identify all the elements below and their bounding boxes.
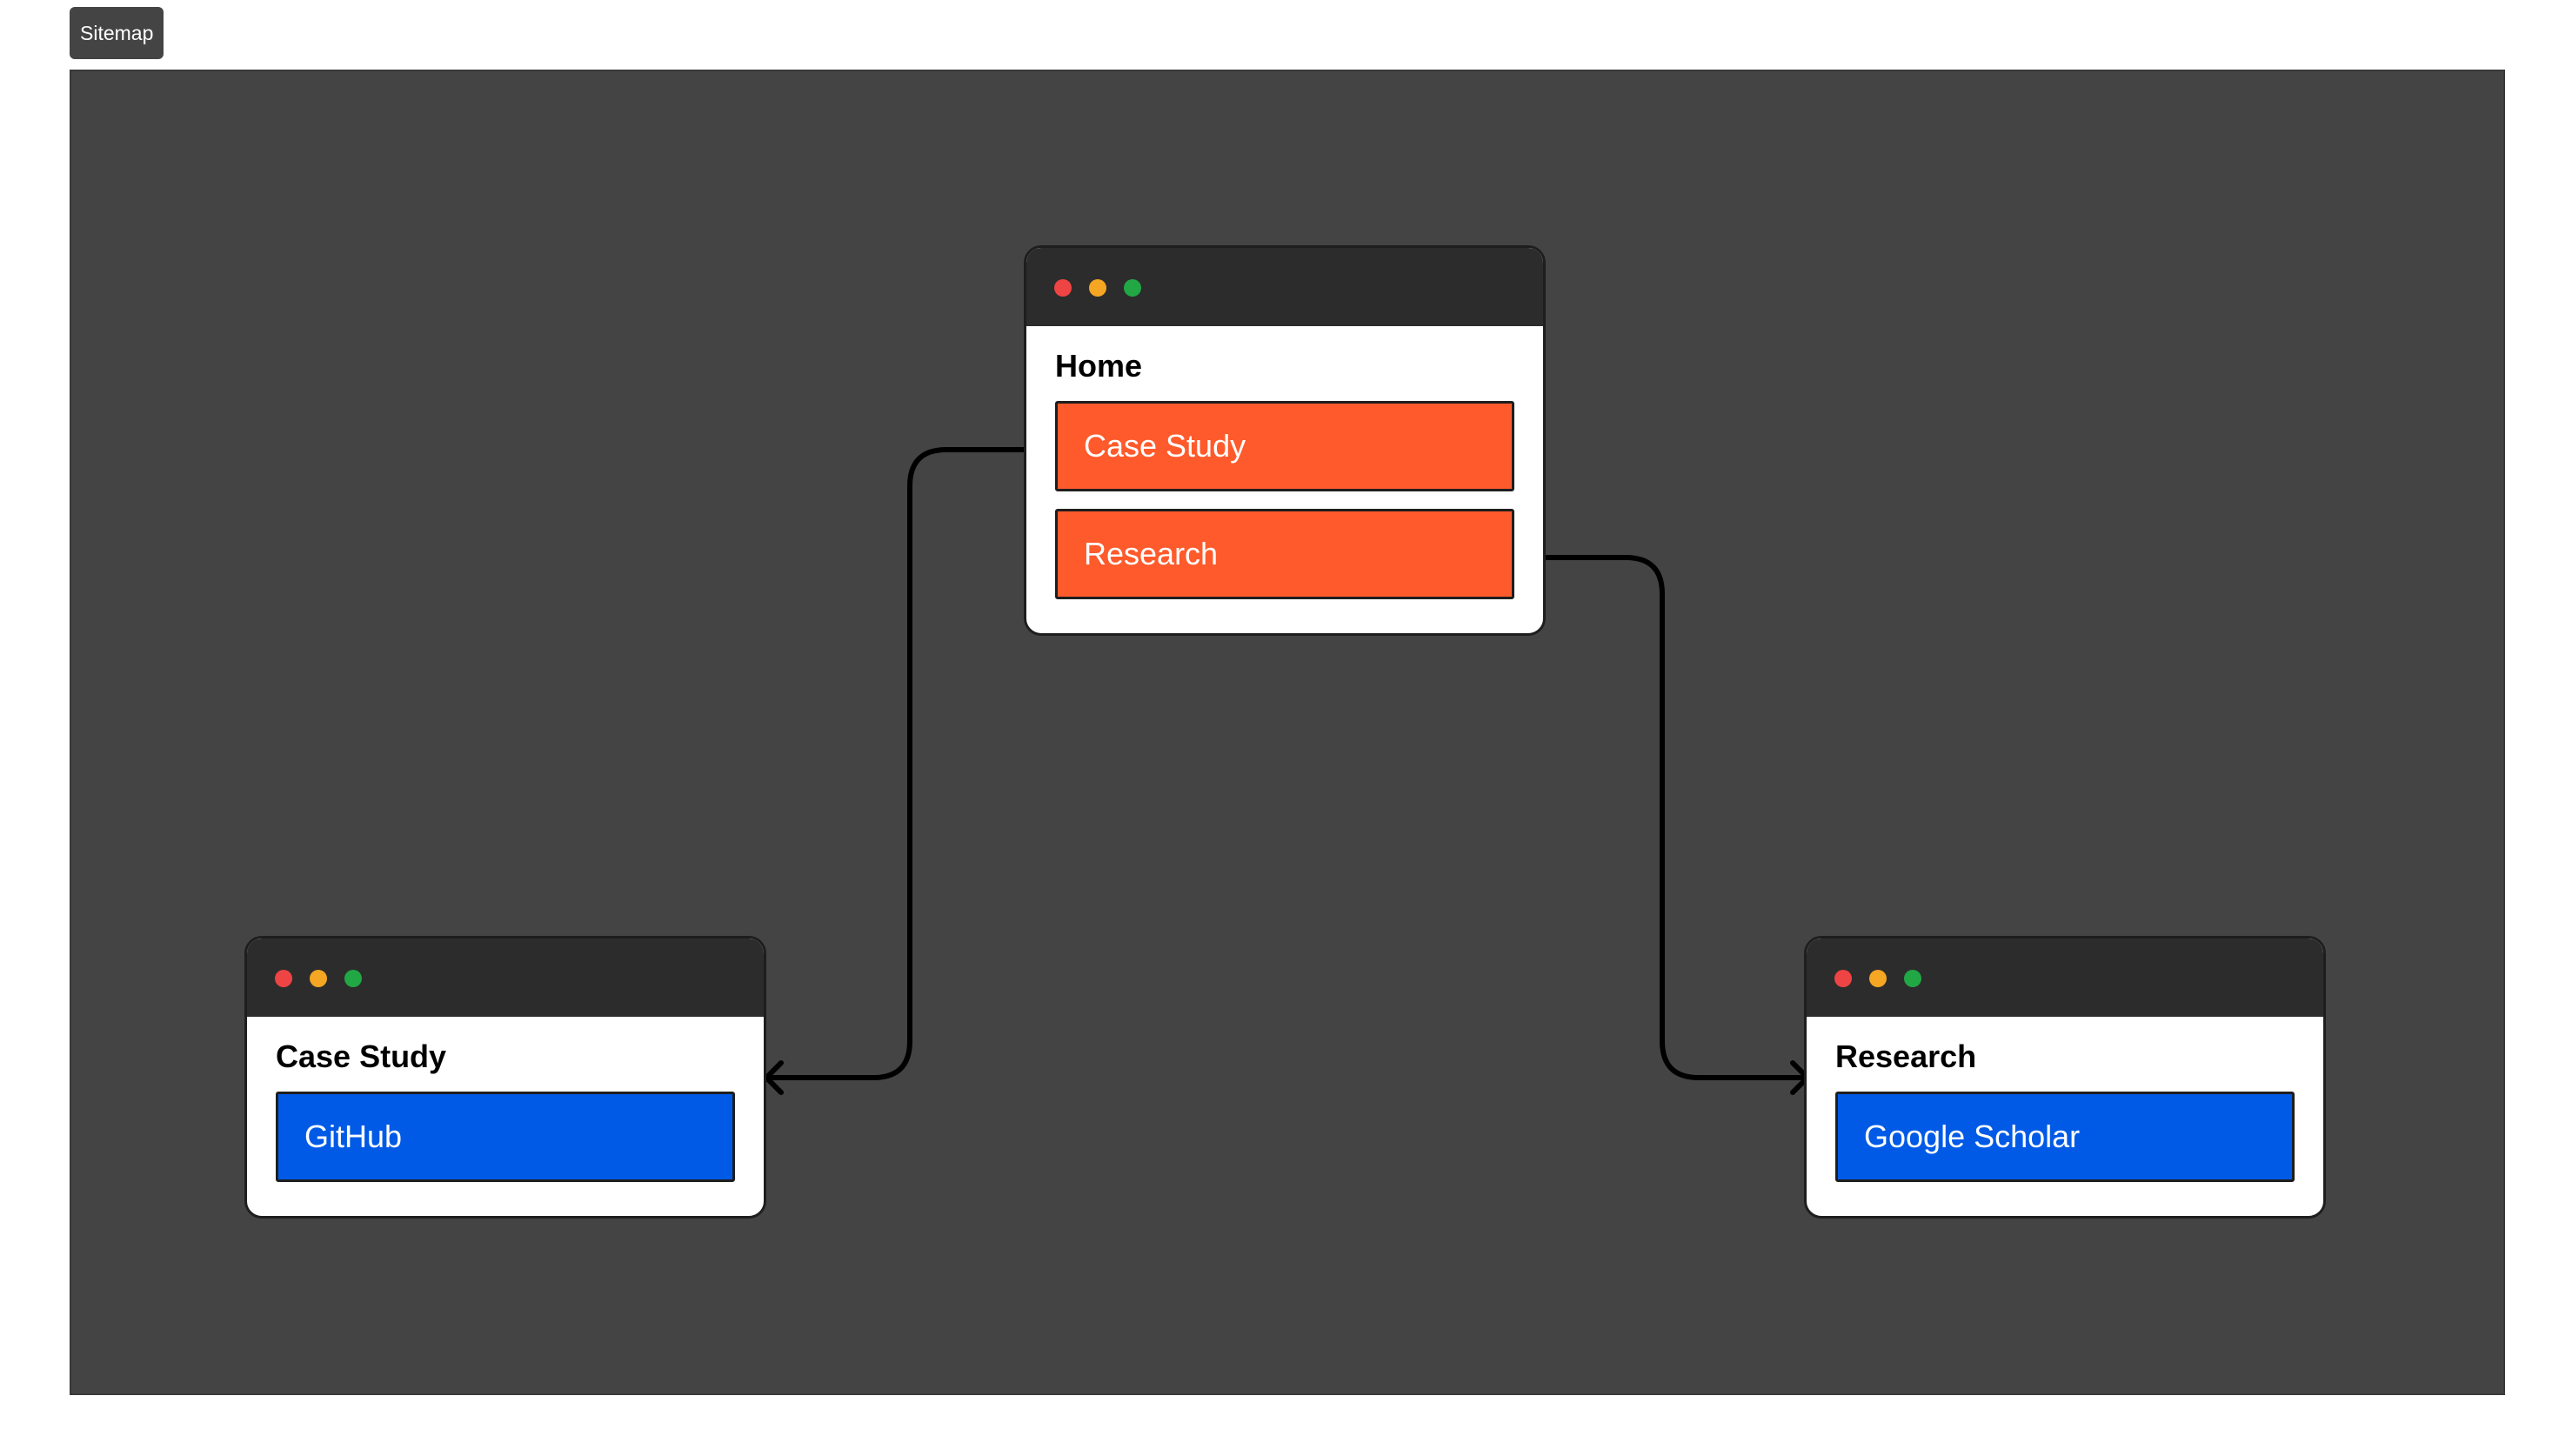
close-dot-icon — [1834, 970, 1852, 987]
minimize-dot-icon — [310, 970, 327, 987]
frame-label[interactable]: Sitemap — [70, 7, 164, 59]
minimize-dot-icon — [1869, 970, 1887, 987]
page-title: Research — [1835, 1039, 1977, 1074]
research-window[interactable]: Research Google Scholar — [1804, 936, 2326, 1219]
maximize-dot-icon — [344, 970, 362, 987]
github-link[interactable]: GitHub — [276, 1092, 735, 1182]
close-dot-icon — [275, 970, 292, 987]
case-study-window[interactable]: Case Study GitHub — [244, 936, 766, 1219]
close-dot-icon — [1054, 279, 1072, 297]
window-titlebar — [247, 938, 764, 1017]
page-title: Home — [1055, 348, 1143, 384]
google-scholar-link[interactable]: Google Scholar — [1835, 1092, 2295, 1182]
minimize-dot-icon — [1089, 279, 1106, 297]
page-title: Case Study — [276, 1039, 447, 1074]
window-titlebar — [1807, 938, 2323, 1017]
maximize-dot-icon — [1124, 279, 1141, 297]
research-link[interactable]: Research — [1055, 509, 1514, 599]
maximize-dot-icon — [1904, 970, 1921, 987]
window-titlebar — [1026, 248, 1543, 326]
case-study-link[interactable]: Case Study — [1055, 401, 1514, 491]
home-window[interactable]: Home Case Study Research — [1024, 245, 1546, 636]
